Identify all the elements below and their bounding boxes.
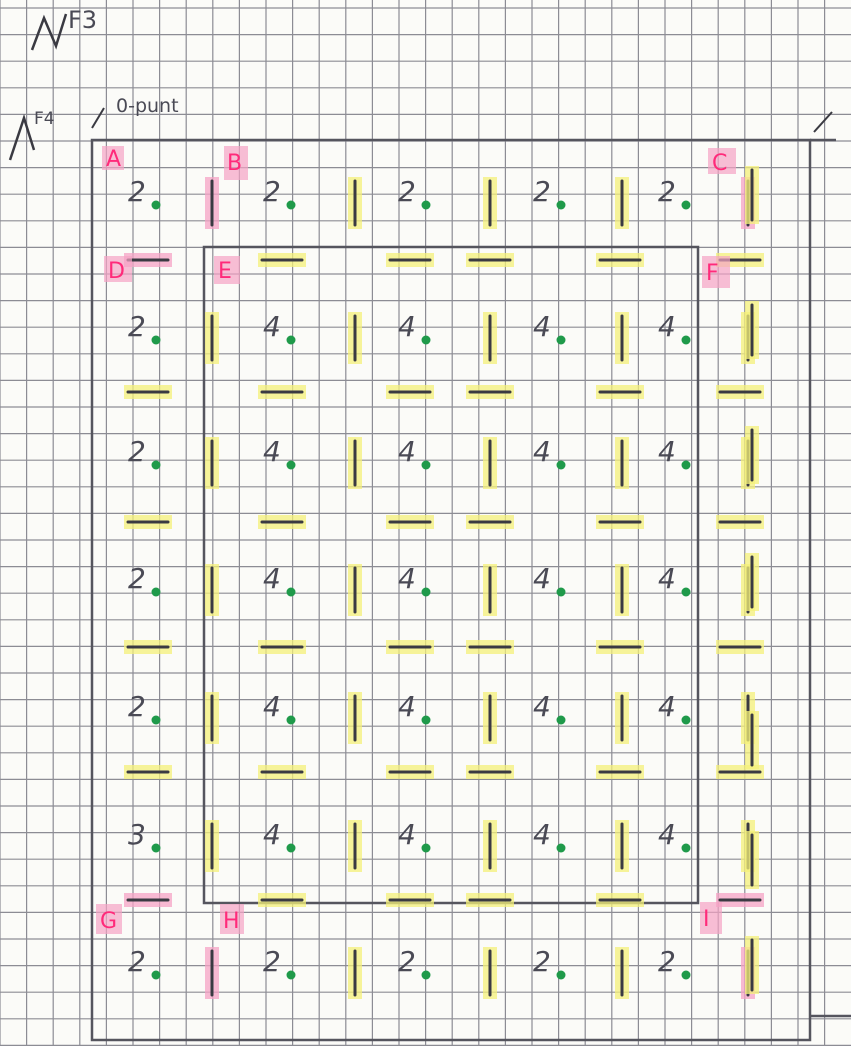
header-subtitle: F4 <box>34 109 55 129</box>
node-number: 4 <box>658 818 676 851</box>
node-dot <box>287 201 296 210</box>
corner-label-c: C <box>712 151 727 176</box>
node-number: 4 <box>263 310 281 343</box>
node-dot <box>557 588 566 597</box>
node-number: 4 <box>533 435 551 468</box>
node-number: 4 <box>398 818 416 851</box>
node-dot <box>557 971 566 980</box>
node-number: 4 <box>398 310 416 343</box>
corner-label-f: F <box>706 261 719 286</box>
node-number: 4 <box>533 562 551 595</box>
node-number: 2 <box>533 945 551 978</box>
node-dot <box>682 336 691 345</box>
node-number: 4 <box>263 562 281 595</box>
node-dot <box>682 971 691 980</box>
node-dot <box>287 716 296 725</box>
node-dot <box>287 336 296 345</box>
node-dot <box>152 201 161 210</box>
node-dot <box>557 336 566 345</box>
node-dot <box>682 201 691 210</box>
node-dot <box>152 844 161 853</box>
node-dot <box>422 588 431 597</box>
node-dot <box>557 461 566 470</box>
node-dot <box>682 844 691 853</box>
node-number: 2 <box>658 175 676 208</box>
node-number: 4 <box>398 690 416 723</box>
node-number: 2 <box>263 945 281 978</box>
corner-label-h: H <box>223 909 240 934</box>
node-dot <box>152 336 161 345</box>
node-dot <box>287 461 296 470</box>
node-number: 4 <box>533 690 551 723</box>
node-number: 3 <box>128 818 146 851</box>
node-dot <box>152 971 161 980</box>
node-number: 4 <box>263 435 281 468</box>
node-number: 4 <box>263 818 281 851</box>
node-dot <box>152 716 161 725</box>
node-dot <box>422 971 431 980</box>
node-number: 2 <box>128 690 146 723</box>
node-number: 2 <box>398 945 416 978</box>
node-number: 4 <box>533 818 551 851</box>
node-number: 4 <box>398 435 416 468</box>
node-dot <box>557 844 566 853</box>
node-number: 2 <box>533 175 551 208</box>
corner-label-d: D <box>108 259 125 284</box>
header-title: F3 <box>68 6 97 34</box>
node-number: 2 <box>128 175 146 208</box>
node-number: 2 <box>398 175 416 208</box>
corner-label-a: A <box>106 147 121 172</box>
node-dot <box>422 336 431 345</box>
subtitle-scribble-icon <box>10 118 34 160</box>
node-dot <box>287 844 296 853</box>
node-number: 4 <box>658 310 676 343</box>
node-dot <box>682 461 691 470</box>
node-dot <box>152 461 161 470</box>
node-dot <box>422 461 431 470</box>
node-dot <box>422 716 431 725</box>
node-number: 4 <box>398 562 416 595</box>
header-caption: 0-punt <box>116 95 179 117</box>
corner-label-g: G <box>100 909 117 934</box>
corner-label-i: I <box>703 907 710 932</box>
node-dot <box>287 588 296 597</box>
node-number: 4 <box>533 310 551 343</box>
node-dot <box>682 588 691 597</box>
node-dot <box>422 201 431 210</box>
node-number: 4 <box>658 562 676 595</box>
header-scribble-icon <box>32 14 66 50</box>
node-number: 2 <box>658 945 676 978</box>
node-number: 2 <box>128 310 146 343</box>
node-dot <box>682 716 691 725</box>
node-number: 4 <box>658 435 676 468</box>
node-number: 2 <box>128 945 146 978</box>
caption-tick-icon <box>92 108 104 128</box>
node-dot <box>557 201 566 210</box>
node-dot <box>152 588 161 597</box>
node-dot <box>557 716 566 725</box>
node-number: 2 <box>263 175 281 208</box>
node-number: 2 <box>128 562 146 595</box>
node-number: 4 <box>658 690 676 723</box>
node-dot <box>422 844 431 853</box>
node-dot <box>287 971 296 980</box>
corner-label-e: E <box>218 259 232 284</box>
corner-label-b: B <box>227 151 242 176</box>
node-dots <box>152 201 691 980</box>
node-number: 4 <box>263 690 281 723</box>
node-number: 2 <box>128 435 146 468</box>
